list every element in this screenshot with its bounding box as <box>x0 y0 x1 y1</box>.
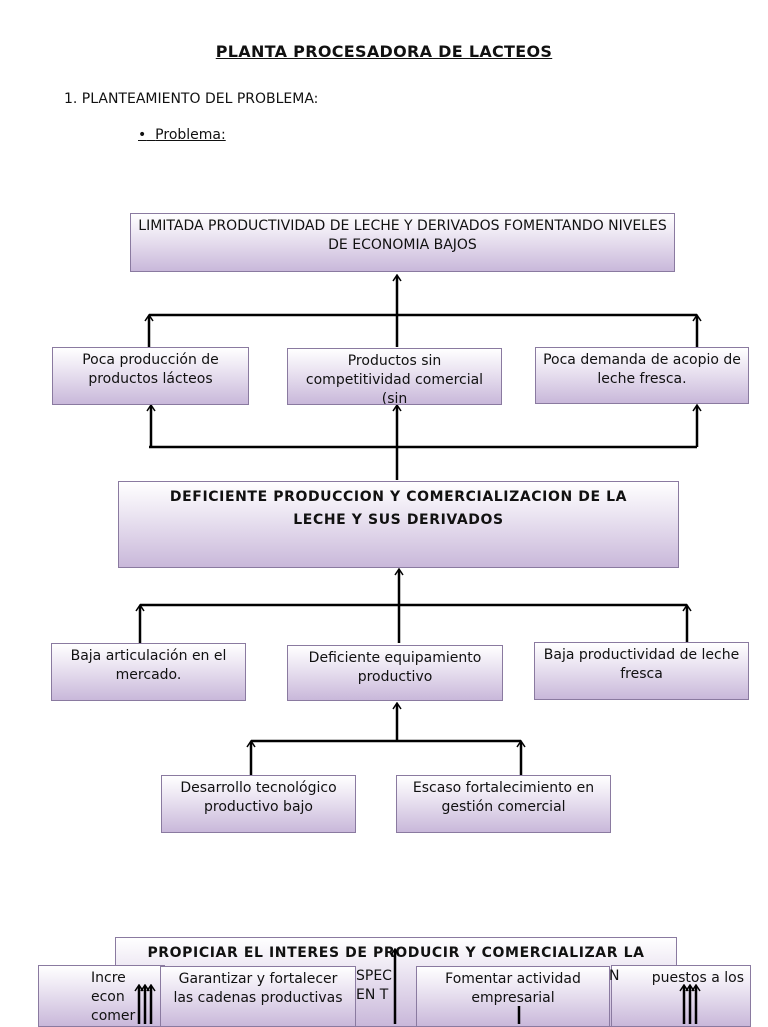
document-title: PLANTA PROCESADORA DE LACTEOS <box>215 42 553 61</box>
bullet-label: Problema: <box>155 127 226 143</box>
sub-cause-box-1: Desarrollo tecnológico productivo bajo <box>161 775 356 833</box>
cause-box-2: Deficiente equipamiento productivo <box>287 645 503 701</box>
cause-box-3: Baja productividad de leche fresca <box>534 642 749 700</box>
effect-box-3: Poca demanda de acopio de leche fresca. <box>535 347 749 404</box>
bullet-marker: • <box>138 127 147 143</box>
section-heading: 1. PLANTEAMIENTO DEL PROBLEMA: <box>64 91 319 107</box>
effect-box-1: Poca producción de productos lácteos <box>52 347 249 405</box>
sub-cause-box-2: Escaso fortalecimiento en gestión comerc… <box>396 775 611 833</box>
objective-middle-fragment: SPEC EN T <box>356 968 392 1003</box>
effect-top-box: LIMITADA PRODUCTIVIDAD DE LECHE Y DERIVA… <box>130 213 675 272</box>
core-problem-box: DEFICIENTE PRODUCCION Y COMERCIALIZACION… <box>118 481 679 568</box>
objective-left-box: Incre econ comer <box>38 965 165 1027</box>
means-box-1: Garantizar y fortalecer las cadenas prod… <box>160 966 356 1027</box>
cause-box-1: Baja articulación en el mercado. <box>51 643 246 701</box>
means-box-2: Fomentar actividad empresarial <box>416 966 610 1027</box>
bullet-problema: • Problema: <box>138 127 226 143</box>
objective-right-box: puestos a los <box>611 965 751 1027</box>
objective-right-fragment: N <box>609 968 620 984</box>
effect-box-2: Productos sin competitividad comercial (… <box>287 348 502 405</box>
